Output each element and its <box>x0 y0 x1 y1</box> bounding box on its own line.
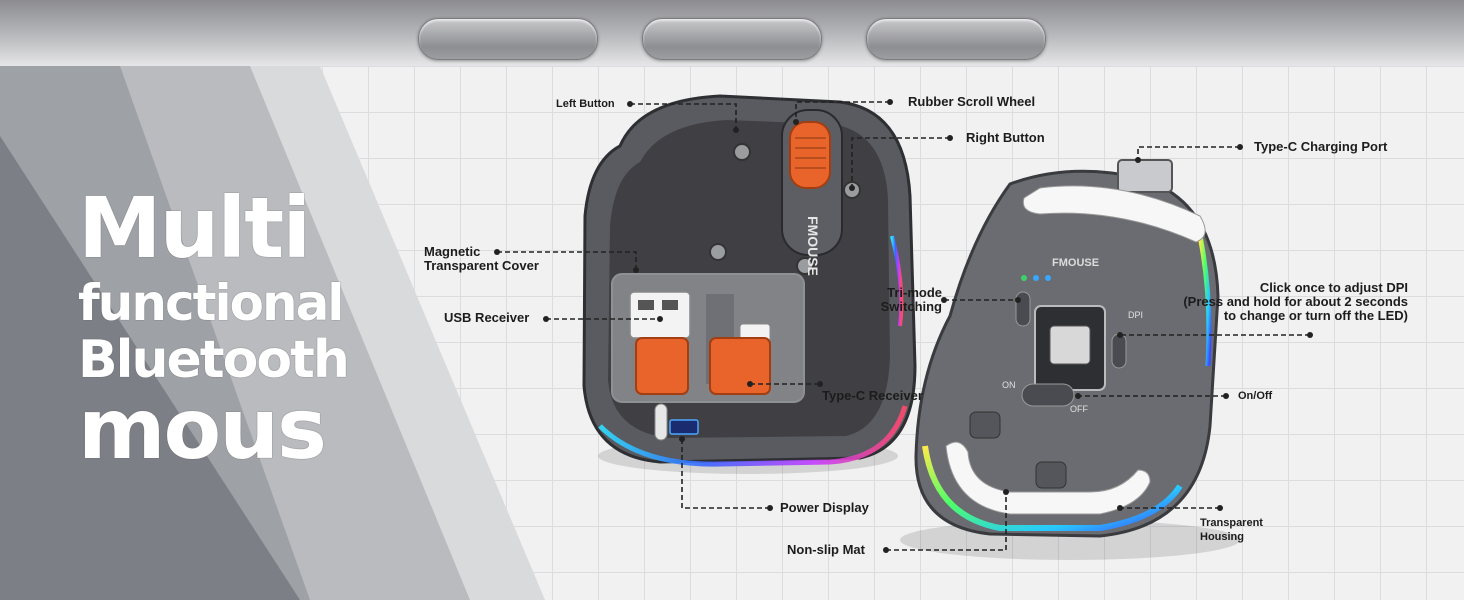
top-banner <box>0 0 1464 66</box>
nav-pill-1[interactable] <box>418 18 598 60</box>
label-dpi: Click once to adjust DPI (Press and hold… <box>1130 281 1408 323</box>
label-type-c-receiver: Type-C Receiver <box>822 388 923 403</box>
label-rubber-scroll-wheel: Rubber Scroll Wheel <box>908 94 1036 109</box>
dpi-label: DPI <box>1128 310 1143 320</box>
mouse-top-brand: FMOUSE <box>805 216 821 276</box>
label-tri-mode-line1: Tri-mode <box>887 285 942 300</box>
label-right-button: Right Button <box>966 130 1045 145</box>
label-tri-mode: Tri-mode Switching <box>866 286 942 314</box>
label-tri-mode-line2: Switching <box>880 299 942 314</box>
callout-lines <box>497 101 1310 551</box>
nav-pill-2[interactable] <box>642 18 822 60</box>
label-magnetic-cover-line2: Transparent Cover <box>424 258 539 273</box>
label-type-c-charging-port: Type-C Charging Port <box>1254 139 1388 154</box>
switch-off-label: OFF <box>1070 404 1088 414</box>
hero-line-1: Multi <box>78 179 311 277</box>
label-usb-receiver: USB Receiver <box>444 310 530 325</box>
label-dpi-line3: to change or turn off the LED) <box>1223 308 1408 323</box>
background-panels <box>0 66 545 600</box>
label-dpi-line1: Click once to adjust DPI <box>1259 280 1408 295</box>
label-non-slip-mat: Non-slip Mat <box>787 542 865 557</box>
hero-line-2: functional <box>78 274 344 332</box>
hero-line-4: mous <box>78 380 327 478</box>
nav-pill-3[interactable] <box>866 18 1046 60</box>
mouse-top-view <box>582 94 917 474</box>
mouse-bottom-view <box>900 159 1240 560</box>
label-transparent-housing-line2: Housing <box>1200 531 1244 543</box>
label-dpi-line2: (Press and hold for about 2 seconds <box>1183 294 1408 309</box>
label-magnetic-cover-line1: Magnetic <box>424 244 481 259</box>
label-left-button: Left Button <box>556 98 615 110</box>
hero-line-3: Bluetooth <box>78 330 350 390</box>
label-transparent-housing-line1: Transparent <box>1200 517 1263 529</box>
label-power-display: Power Display <box>780 500 869 515</box>
label-transparent-housing: Transparent Housing <box>1200 516 1263 544</box>
product-stage: Multi functional Bluetooth mous <box>0 66 1464 600</box>
mouse-illustration: FMOUSE FMOUSE ON OFF DPI <box>494 94 1313 560</box>
label-magnetic-cover: Magnetic Transparent Cover <box>424 245 539 273</box>
switch-on-label: ON <box>1002 380 1016 390</box>
label-on-off: On/Off <box>1238 390 1273 402</box>
mouse-bottom-brand: FMOUSE <box>1052 257 1099 269</box>
callout-dots <box>494 99 1313 553</box>
